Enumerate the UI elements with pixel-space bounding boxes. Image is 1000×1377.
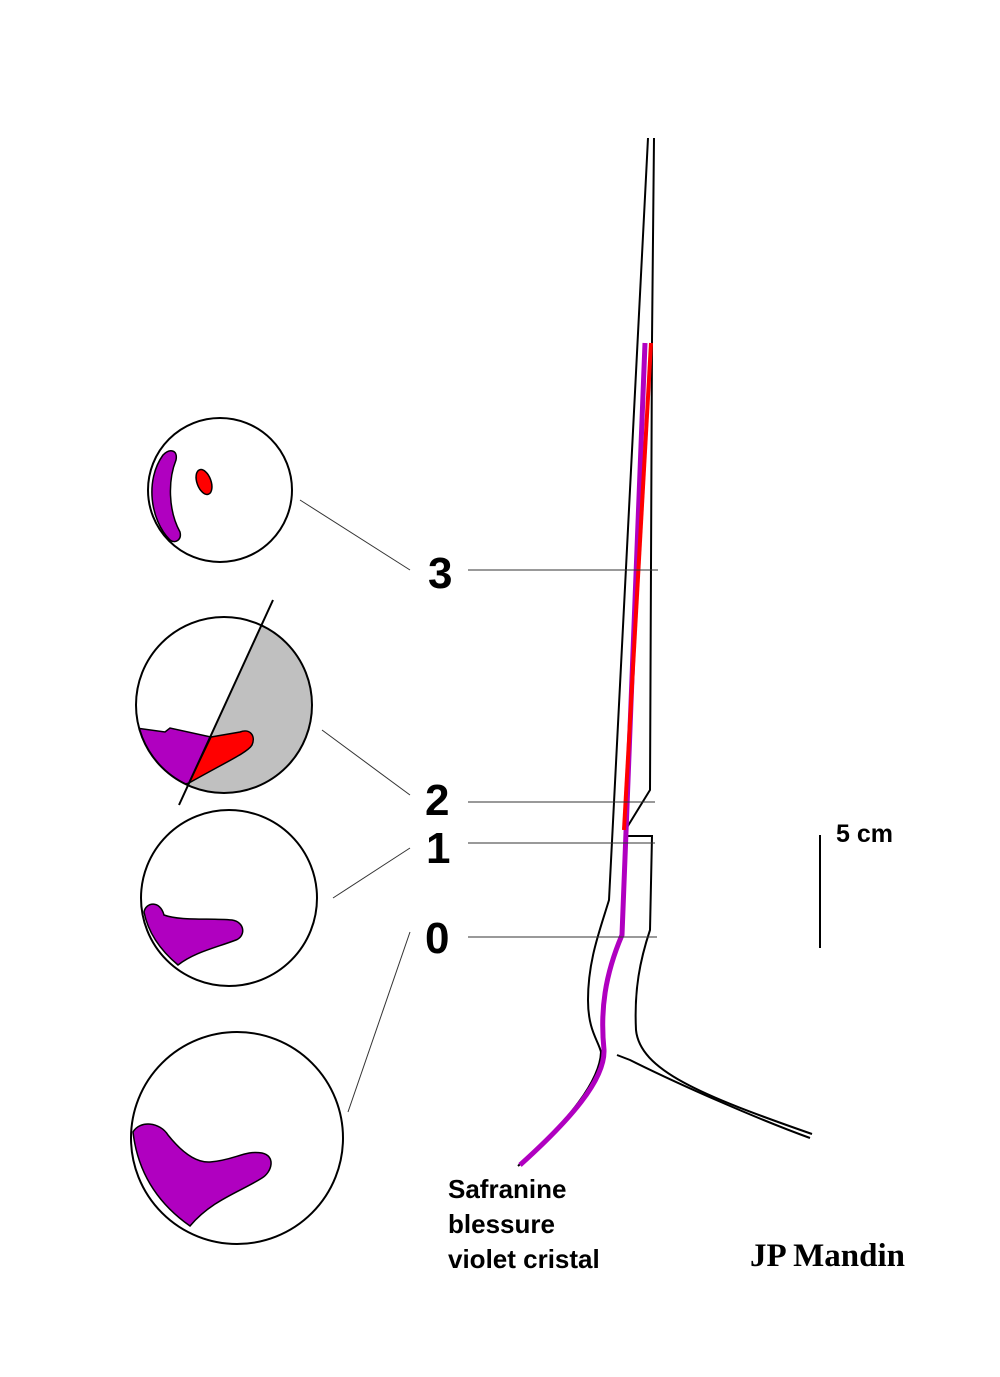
level-label-1: 1 bbox=[426, 824, 451, 873]
level-lines bbox=[299, 499, 658, 1113]
level-label-0: 0 bbox=[425, 914, 450, 963]
section-1 bbox=[140, 809, 318, 987]
level-label-3: 3 bbox=[428, 549, 453, 598]
section-3 bbox=[147, 417, 293, 563]
legend-violet-cristal: violet cristal bbox=[448, 1244, 600, 1274]
stem-outline bbox=[517, 137, 813, 1167]
safranine-stain-line bbox=[622, 342, 653, 831]
section-2 bbox=[135, 599, 313, 806]
level-label-2: 2 bbox=[425, 776, 450, 825]
scale-label: 5 cm bbox=[836, 820, 893, 848]
violet-stain-line bbox=[518, 342, 648, 1167]
legend: Safranine blessure violet cristal bbox=[448, 1172, 600, 1277]
legend-blessure: blessure bbox=[448, 1209, 555, 1239]
legend-safranine: Safranine bbox=[448, 1174, 567, 1204]
section-0 bbox=[130, 1031, 344, 1245]
author-credit: JP Mandin bbox=[750, 1238, 905, 1274]
